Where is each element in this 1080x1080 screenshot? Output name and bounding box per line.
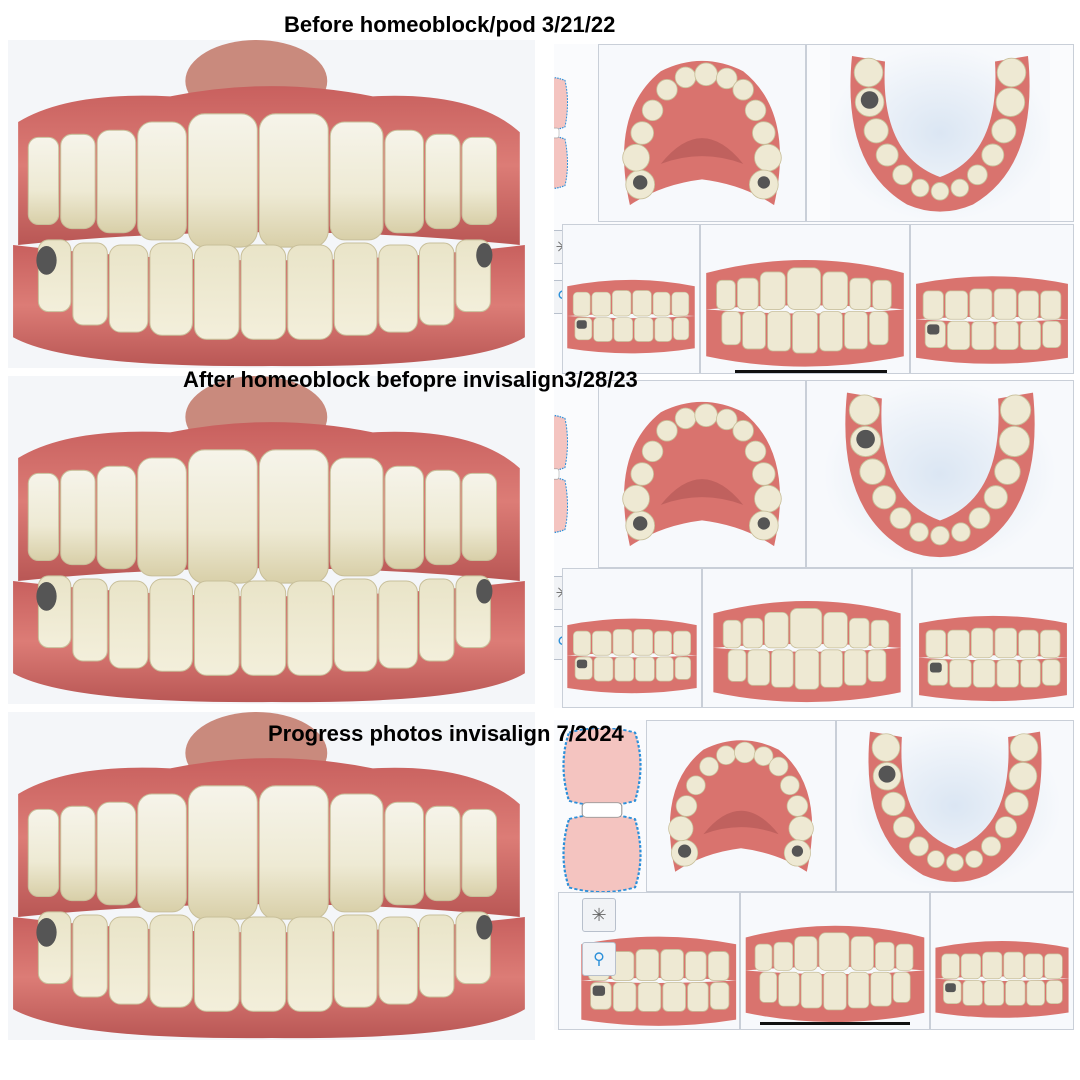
front-view-photo-progress bbox=[8, 712, 535, 1040]
left-side-view[interactable] bbox=[930, 892, 1074, 1030]
frontal-view[interactable] bbox=[740, 892, 930, 1030]
lower-arch-view[interactable] bbox=[836, 720, 1074, 892]
tooth-search-icon[interactable]: ⚲ bbox=[582, 942, 616, 976]
upper-arch-view[interactable] bbox=[598, 44, 806, 222]
left-side-view[interactable] bbox=[910, 224, 1074, 374]
sparkle-icon[interactable]: ✳ bbox=[582, 898, 616, 932]
scan-grid-before: ✳ ⚲ bbox=[554, 44, 1074, 374]
scan-grid-after: ✳ ⚲ bbox=[554, 380, 1074, 708]
section-title-after: After homeoblock befopre invisalign3/28/… bbox=[183, 367, 638, 392]
frontal-view[interactable] bbox=[702, 568, 912, 708]
scale-bar bbox=[760, 1022, 910, 1025]
section-title-before: Before homeoblock/pod 3/21/22 bbox=[284, 12, 616, 37]
scan-grid-progress: ✳ ⚲ bbox=[554, 720, 1074, 1030]
upper-arch-view[interactable] bbox=[646, 720, 836, 892]
mouth-diagram[interactable] bbox=[554, 380, 594, 568]
front-view-photo-after bbox=[8, 376, 535, 704]
frontal-view[interactable] bbox=[700, 224, 910, 374]
lower-arch-view[interactable] bbox=[806, 380, 1074, 568]
scale-bar bbox=[735, 370, 887, 373]
mouth-diagram[interactable] bbox=[558, 728, 646, 892]
upper-arch-view[interactable] bbox=[598, 380, 806, 568]
lower-arch-view[interactable] bbox=[806, 44, 1074, 222]
right-side-view[interactable] bbox=[562, 224, 700, 374]
section-title-progress: Progress photos invisalign 7/2024 bbox=[268, 721, 624, 746]
front-view-photo-before bbox=[8, 40, 535, 368]
left-side-view[interactable] bbox=[912, 568, 1074, 708]
right-side-view[interactable] bbox=[562, 568, 702, 708]
mouth-diagram[interactable] bbox=[554, 44, 594, 222]
